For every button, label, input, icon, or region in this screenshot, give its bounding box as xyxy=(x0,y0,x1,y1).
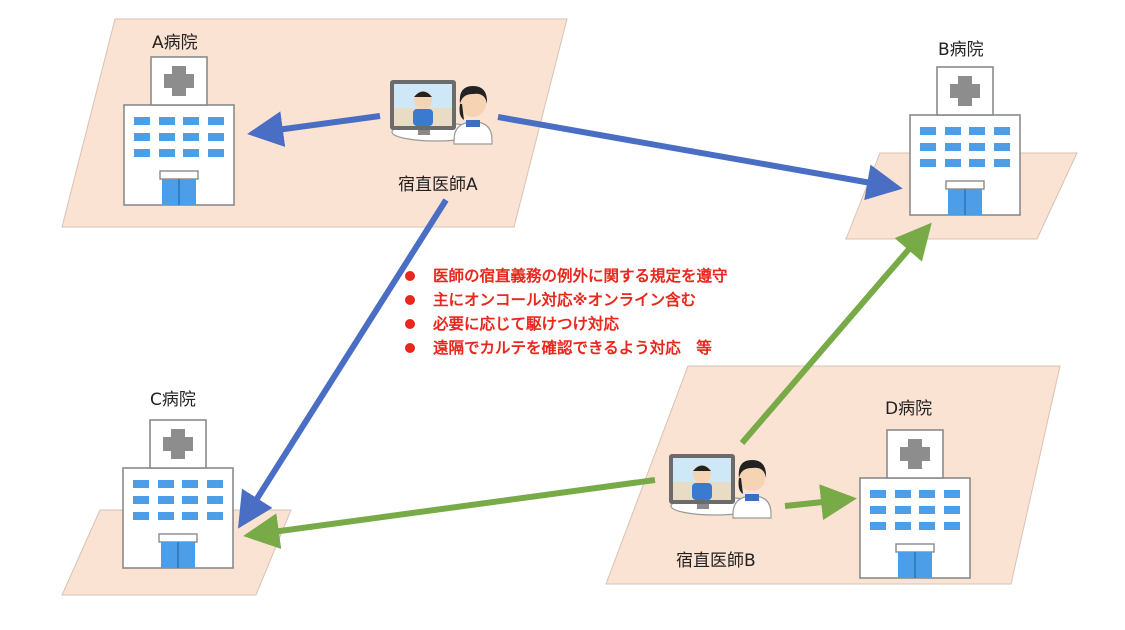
duty-note-item: 医師の宿直義務の例外に関する規定を遵守 xyxy=(405,264,728,288)
doctor-b-label: 宿直医師B xyxy=(676,551,756,571)
hospital-c-label: C病院 xyxy=(150,390,196,410)
duty-note-item: 必要に応じて駆けつけ対応 xyxy=(405,312,728,336)
hospital-d-label: D病院 xyxy=(885,399,933,419)
arrow-doctor-b-to-hospital-d xyxy=(784,484,857,521)
bullet-dot-icon xyxy=(405,343,415,353)
duty-notes-list: 医師の宿直義務の例外に関する規定を遵守 主にオンコール対応※オンライン含む 必要… xyxy=(405,264,728,360)
doctor-a-monitor-icon xyxy=(389,79,493,145)
bullet-dot-icon xyxy=(405,319,415,329)
hospital-b-building-icon xyxy=(909,66,1021,216)
doctor-b-monitor-icon xyxy=(668,453,772,519)
arrow-doctor-a-to-hospital-b xyxy=(497,114,903,201)
hospital-b-label: B病院 xyxy=(938,40,984,60)
doctor-a-label: 宿直医師A xyxy=(398,175,478,195)
arrow-doctor-b-to-hospital-c xyxy=(243,477,656,550)
bullet-dot-icon xyxy=(405,295,415,305)
arrow-doctor-a-to-hospital-a xyxy=(247,111,381,148)
duty-note-text: 主にオンコール対応※オンライン含む xyxy=(433,291,697,309)
hospital-a-label: A病院 xyxy=(152,33,198,53)
arrow-doctor-b-to-hospital-b xyxy=(739,222,932,445)
hospital-c-building-icon xyxy=(122,419,234,569)
duty-note-text: 必要に応じて駆けつけ対応 xyxy=(433,315,620,333)
duty-note-text: 遠隔でカルテを確認できるよう対応 等 xyxy=(433,339,712,357)
bullet-dot-icon xyxy=(405,271,415,281)
duty-note-item: 遠隔でカルテを確認できるよう対応 等 xyxy=(405,336,728,360)
duty-note-text: 医師の宿直義務の例外に関する規定を遵守 xyxy=(433,267,728,285)
arrow-doctor-a-to-hospital-c xyxy=(237,198,449,529)
duty-note-item: 主にオンコール対応※オンライン含む xyxy=(405,288,728,312)
